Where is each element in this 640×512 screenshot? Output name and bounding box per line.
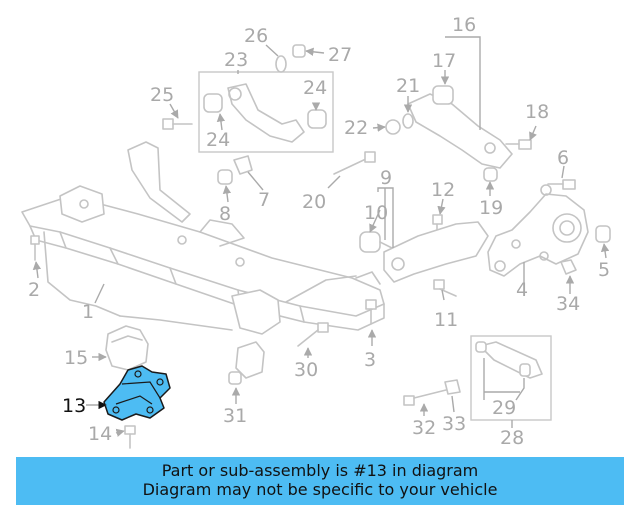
part-label-7: 7 [258, 189, 270, 211]
arm-9-drawing [359, 221, 489, 283]
part-label-8: 8 [219, 203, 231, 225]
part-label-30: 30 [294, 359, 318, 381]
arm-16-drawing [407, 85, 532, 169]
part-label-4: 4 [516, 279, 528, 301]
part-label-29: 29 [492, 397, 516, 419]
part-label-24-upper: 24 [303, 77, 327, 99]
part-label-1: 1 [82, 301, 94, 323]
part-label-20: 20 [302, 191, 326, 213]
part-label-15: 15 [64, 347, 88, 369]
part-label-28: 28 [500, 427, 524, 449]
bracket-13-highlighted [103, 365, 171, 421]
part-label-11: 11 [434, 309, 458, 331]
knuckle-4-drawing [487, 179, 611, 277]
small-parts-top-drawing [162, 44, 414, 135]
part-label-3: 3 [364, 349, 376, 371]
subframe-drawing [21, 141, 385, 379]
leader-lines [32, 36, 610, 437]
bolts-drawing [30, 235, 461, 406]
misc-mid-drawing [217, 151, 498, 235]
part-label-2: 2 [28, 279, 40, 301]
part-label-26: 26 [244, 25, 268, 47]
part-label-9: 9 [380, 167, 392, 189]
part-label-24-lower: 24 [206, 129, 230, 151]
part-labels: 1 2 3 4 5 6 7 8 9 10 11 12 13 14 15 16 1… [28, 14, 610, 449]
info-banner: Part or sub-assembly is #13 in diagram D… [16, 457, 624, 505]
part-label-18: 18 [525, 101, 549, 123]
link-28-group-drawing [470, 335, 552, 421]
arm-23-group-drawing [198, 71, 334, 153]
part-label-16: 16 [452, 14, 476, 36]
part-label-33: 33 [442, 413, 466, 435]
part-label-22: 22 [344, 117, 368, 139]
part-label-10: 10 [364, 202, 388, 224]
part-label-6: 6 [557, 147, 569, 169]
part-label-23: 23 [224, 49, 248, 71]
banner-line-disclaimer: Diagram may not be specific to your vehi… [142, 480, 498, 499]
part-label-27: 27 [328, 44, 352, 66]
part-label-21: 21 [396, 75, 420, 97]
banner-line-part: Part or sub-assembly is #13 in diagram [161, 461, 479, 480]
part-label-25: 25 [150, 84, 174, 106]
part-label-34: 34 [556, 293, 580, 315]
part-label-32: 32 [412, 417, 436, 439]
part-label-12: 12 [431, 179, 455, 201]
part-label-19: 19 [479, 197, 503, 219]
bolt-14-drawing [124, 425, 136, 449]
part-label-31: 31 [223, 405, 247, 427]
mount-15-drawing [105, 325, 149, 371]
part-label-13: 13 [62, 395, 86, 417]
part-label-17: 17 [432, 50, 456, 72]
part-label-14: 14 [88, 423, 112, 445]
part-label-5: 5 [598, 259, 610, 281]
